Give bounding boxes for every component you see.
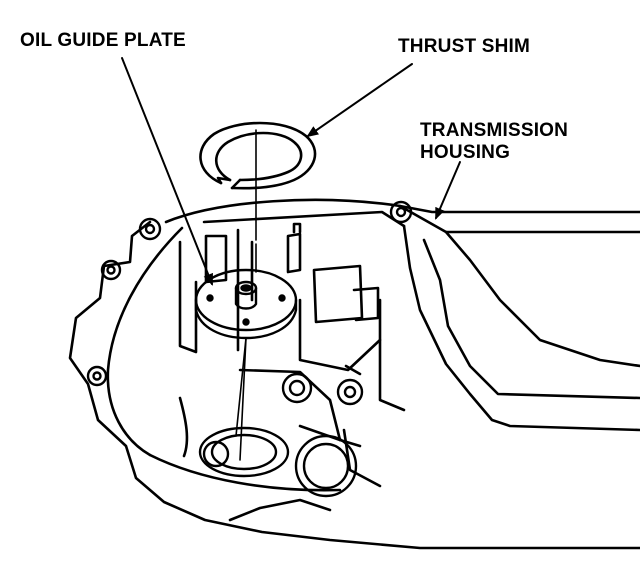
transmission-housing-leader: [435, 161, 461, 220]
thrust-shim-leader: [306, 63, 413, 138]
assembly-alignment-lines: [235, 129, 257, 461]
thrust-shim-label: THRUST SHIM: [398, 36, 531, 57]
housing-bolt-bosses: [86, 200, 413, 498]
transmission-housing: [68, 198, 640, 550]
callout-leaders: [121, 57, 461, 286]
transmission-housing-label: TRANSMISSION HOUSING: [420, 120, 568, 164]
transmission-housing-label-line2: HOUSING: [420, 142, 511, 163]
oil-guide-plate-label: OIL GUIDE PLATE: [20, 30, 186, 51]
thrust-shim: [199, 121, 317, 190]
oil-guide-plate-leader: [121, 57, 213, 286]
transmission-housing-label-line1: TRANSMISSION: [420, 120, 569, 141]
